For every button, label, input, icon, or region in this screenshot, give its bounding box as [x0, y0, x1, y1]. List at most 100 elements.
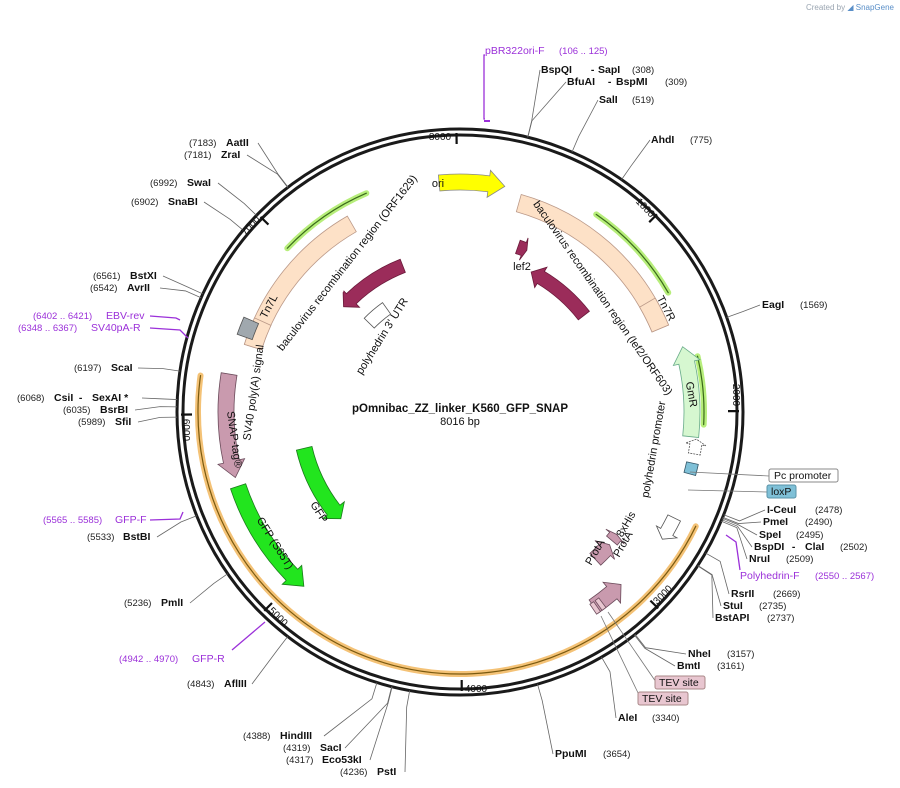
primer-leader	[231, 621, 266, 651]
site-i-ceui[interactable]: I-CeuI (2478)	[767, 504, 842, 516]
site-name: AvrII	[127, 282, 150, 294]
site-spei[interactable]: SpeI (2495)	[759, 529, 823, 541]
label-box	[654, 675, 706, 690]
site-csii-sexai[interactable]: (6068) CsiI - SexAI *	[17, 392, 129, 404]
site-bstxi[interactable]: (6561) BstXI	[93, 270, 157, 282]
site-zrai[interactable]: (7181) ZraI	[184, 149, 240, 161]
site-name: NheI	[688, 648, 711, 660]
primer-ebv-rev[interactable]: (6402 .. 6421) EBV-rev	[33, 310, 181, 322]
site-name2: SexAI *	[92, 392, 129, 404]
site-pos: (2495)	[796, 530, 823, 541]
site-rsrii[interactable]: RsrII (2669)	[731, 588, 800, 600]
site-name: StuI	[723, 600, 743, 612]
site-leader	[323, 682, 378, 737]
site-leader	[527, 69, 541, 138]
site-pos: (6542)	[90, 283, 117, 294]
site-pos: (2509)	[786, 554, 813, 565]
site-sfii[interactable]: (5989) SfiI	[78, 416, 131, 428]
site-bmti[interactable]: BmtI (3161)	[677, 660, 744, 672]
site-name: PstI	[377, 766, 396, 778]
label-text: TEV site	[642, 693, 682, 705]
site-name2: SapI	[598, 64, 620, 76]
tick-mark	[259, 216, 270, 226]
site-pos: (5989)	[78, 417, 105, 428]
label-loxp[interactable]: loxP	[687, 484, 797, 499]
site-sali[interactable]: SalI (519)	[599, 94, 654, 106]
primer-gfp-r[interactable]: (4942 .. 4970) GFP-R	[119, 621, 266, 665]
site-bsrbi[interactable]: (6035) BsrBI	[63, 404, 128, 416]
primer-gfp-f[interactable]: (5565 .. 5585) GFP-F	[43, 511, 184, 526]
primer-polyhedrin-f[interactable]: Polyhedrin-F (2550 .. 2567)	[725, 534, 874, 582]
label-tev-site-1[interactable]: TEV site	[607, 611, 706, 690]
primer-range: (6348 .. 6367)	[18, 323, 77, 334]
site-name: AatII	[226, 137, 249, 149]
site-name: SnaBI	[168, 196, 198, 208]
site-alei[interactable]: AleI (3340)	[618, 712, 679, 724]
site-pmei[interactable]: PmeI (2490)	[763, 516, 832, 528]
site-pos: (3161)	[717, 661, 744, 672]
site-leader	[723, 509, 766, 522]
site-swai[interactable]: (6992) SwaI	[150, 177, 211, 189]
site-leader	[344, 686, 393, 749]
site-name: NruI	[749, 553, 770, 565]
tick-label-6000: 6000	[180, 419, 191, 442]
site-leader	[571, 99, 599, 153]
site-bspdi-clai[interactable]: BspDI - ClaI (2502)	[754, 541, 867, 553]
site-psti[interactable]: (4236) PstI	[340, 766, 396, 778]
8xhis-arrow	[605, 528, 625, 546]
site-hindiii[interactable]: (4388) HindIII	[243, 730, 312, 742]
site-scai[interactable]: (6197) ScaI	[74, 362, 133, 374]
site-ahdi[interactable]: AhdI (775)	[651, 134, 712, 146]
site-nhei[interactable]: NheI (3157)	[688, 648, 754, 660]
site-leader	[697, 565, 722, 607]
feature-label-ori: ori	[432, 178, 444, 190]
site-stui[interactable]: StuI (2735)	[723, 600, 786, 612]
site-pos: (2669)	[773, 589, 800, 600]
site-bspqi-sapi[interactable]: BspQI - SapI (308)	[541, 64, 654, 76]
site-afliii[interactable]: (4843) AflIII	[187, 678, 247, 690]
site-pos: (4843)	[187, 679, 214, 690]
primer-name: EBV-rev	[106, 310, 145, 322]
leader-layer	[134, 69, 766, 773]
primer-range: (5565 .. 5585)	[43, 515, 102, 526]
site-ppumi[interactable]: PpuMI (3654)	[555, 748, 630, 760]
site-pmli[interactable]: (5236) PmlI	[124, 597, 183, 609]
ori-arrow	[437, 169, 506, 199]
tick-mark	[648, 213, 658, 223]
site-saci[interactable]: (4319) SacI	[283, 742, 342, 754]
tn7r-box	[639, 297, 670, 333]
site-name: RsrII	[731, 588, 754, 600]
site-pos: (2737)	[767, 613, 794, 624]
site-eco53ki[interactable]: (4317) Eco53kI	[286, 754, 362, 766]
label-tev-site-2[interactable]: TEV site	[600, 615, 689, 706]
label-text: TEV site	[659, 677, 699, 689]
site-eagi[interactable]: EagI (1569)	[762, 299, 827, 311]
site-pos: (309)	[665, 77, 687, 88]
site-leader	[621, 139, 651, 180]
primer-sv40pa-r[interactable]: (6348 .. 6367) SV40pA-R	[18, 322, 189, 339]
plasmid-size: 8016 bp	[440, 416, 480, 428]
site-pos: (3340)	[652, 713, 679, 724]
label-pc-promoter[interactable]: Pc promoter	[689, 468, 839, 483]
site-aatii[interactable]: (7183) AatII	[189, 137, 249, 149]
site-name: AflIII	[224, 678, 247, 690]
site-pos: (1569)	[800, 300, 827, 311]
site-name: PpuMI	[555, 748, 587, 760]
site-bstbi[interactable]: (5533) BstBI	[87, 531, 151, 543]
site-name: BspDI	[754, 541, 784, 553]
site-bfuai-bspmi[interactable]: BfuAI - BspMI (309)	[567, 76, 687, 88]
snap-arrow	[217, 372, 246, 479]
site-bstapi[interactable]: BstAPI (2737)	[715, 612, 794, 624]
primer-leader	[149, 511, 184, 521]
site-pos: (4388)	[243, 731, 270, 742]
site-nrui[interactable]: NruI (2509)	[749, 553, 813, 565]
label-box	[768, 468, 839, 483]
primer-range: (4942 .. 4970)	[119, 654, 178, 665]
tev-site-1	[594, 597, 607, 611]
site-avrii[interactable]: (6542) AvrII	[90, 282, 150, 294]
site-snabi[interactable]: (6902) SnaBI	[131, 196, 198, 208]
site-name: PmeI	[763, 516, 788, 528]
site-leader	[156, 515, 197, 538]
site-pos: (2490)	[805, 517, 832, 528]
primer-pbr322ori-f[interactable]: pBR322ori-F (106 .. 125)	[483, 45, 608, 122]
